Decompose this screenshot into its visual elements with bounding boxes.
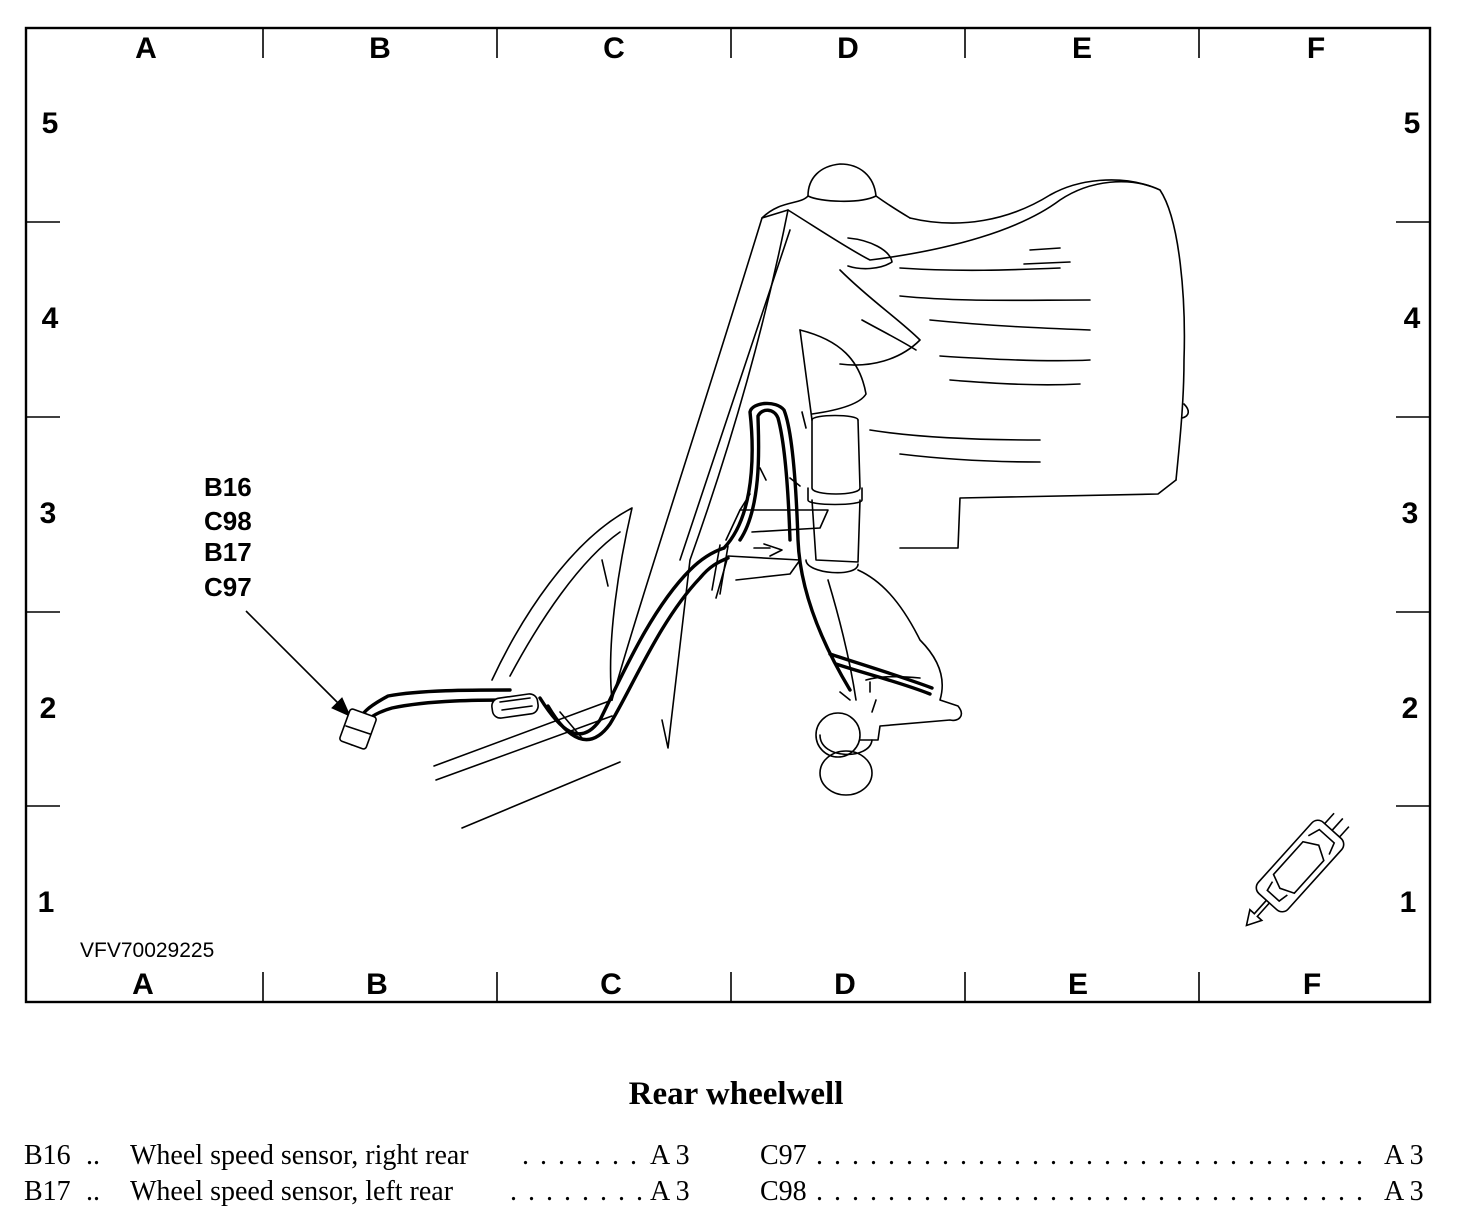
figure-id: VFV70029225	[80, 939, 214, 962]
legend-leader-dots: . . . . . . . . . . . . . . . . . . . . …	[816, 1176, 1366, 1207]
legend-code: B17	[24, 1176, 71, 1207]
legend-separator: ..	[86, 1140, 100, 1171]
row-label-left-4: 4	[42, 302, 59, 335]
col-label-bottom-e: E	[1068, 968, 1088, 1001]
legend-location: A 3	[650, 1176, 690, 1207]
grid-ticks	[26, 28, 1430, 1002]
col-label-top-f: F	[1307, 32, 1325, 65]
legend-entry-c97: C97 . . . . . . . . . . . . . . . . . . …	[760, 1138, 1432, 1174]
callout-arrow	[245, 610, 351, 717]
callout-label-c98: C98	[204, 506, 252, 536]
row-label-left-5: 5	[42, 107, 59, 140]
legend-separator: ..	[86, 1176, 100, 1207]
col-label-bottom-c: C	[600, 968, 622, 1001]
callout-label-b16: B16	[204, 472, 252, 502]
row-label-left-3: 3	[40, 497, 57, 530]
legend-leader-dots: . . . . . . . . . . . . . . . . . . . . …	[816, 1140, 1366, 1171]
legend-entry-c98: C98 . . . . . . . . . . . . . . . . . . …	[760, 1174, 1432, 1210]
col-label-top-b: B	[369, 32, 391, 65]
callout-label-b17: B17	[204, 537, 252, 567]
legend-code: B16	[24, 1140, 71, 1171]
row-label-left-2: 2	[40, 692, 57, 725]
legend-entry-b16: B16 .. Wheel speed sensor, right rear . …	[24, 1138, 696, 1174]
wheelwell-illustration	[339, 163, 1190, 829]
legend-leader-dots: . . . . . . . . . . . . . . . .	[510, 1176, 650, 1207]
row-label-right-1: 1	[1400, 886, 1417, 919]
legend-leader-dots: . . . . . . . . . . . . . . .	[522, 1140, 650, 1171]
row-label-right-3: 3	[1402, 497, 1419, 530]
wheelwell-diagram: A B C D E F A B C D E F 5 4 3 2 1 5 4 3 …	[24, 26, 1432, 1004]
col-label-top-a: A	[135, 32, 157, 65]
col-label-top-e: E	[1072, 32, 1092, 65]
legend-description: Wheel speed sensor, left rear	[130, 1176, 454, 1207]
diagram-caption: Rear wheelwell	[628, 1076, 844, 1112]
col-label-bottom-a: A	[132, 968, 154, 1001]
col-label-bottom-b: B	[366, 968, 388, 1001]
legend-entry-b17: B17 .. Wheel speed sensor, left rear . .…	[24, 1174, 696, 1210]
car-orientation-icon	[1245, 812, 1350, 927]
legend-location: A 3	[1384, 1140, 1424, 1171]
legend: B16 .. Wheel speed sensor, right rear . …	[0, 1138, 1472, 1228]
callout-label-c97: C97	[204, 572, 252, 602]
col-label-top-c: C	[603, 32, 625, 65]
legend-code: C97	[760, 1140, 807, 1171]
col-label-bottom-f: F	[1303, 968, 1321, 1001]
legend-location: A 3	[650, 1140, 690, 1171]
legend-description: Wheel speed sensor, right rear	[130, 1140, 469, 1171]
row-label-right-2: 2	[1402, 692, 1419, 725]
col-label-bottom-d: D	[834, 968, 856, 1001]
row-label-right-5: 5	[1404, 107, 1421, 140]
diagram-frame	[24, 26, 1432, 1004]
row-label-left-1: 1	[38, 886, 55, 919]
legend-location: A 3	[1384, 1176, 1424, 1207]
row-label-right-4: 4	[1404, 302, 1421, 335]
legend-code: C98	[760, 1176, 807, 1207]
col-label-top-d: D	[837, 32, 859, 65]
